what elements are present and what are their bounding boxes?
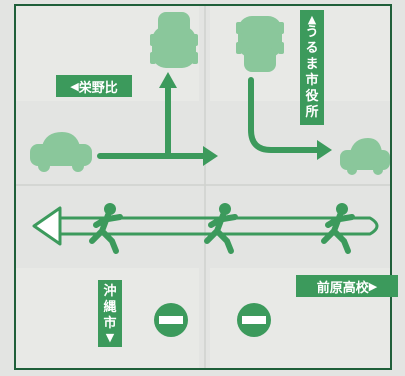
car-icon [236, 16, 284, 72]
arrow-head [203, 146, 218, 166]
triangle-down-icon: ▼ [105, 331, 115, 344]
triangle-left-icon: ◀ [70, 79, 79, 93]
car-icon [150, 12, 198, 68]
straight-or-left-turn-arrow [97, 79, 208, 159]
pedestrian-icon [204, 203, 238, 254]
sign-label: 前原高校 [316, 280, 369, 296]
sign-char: 市 [305, 73, 319, 88]
direction-sign-uruma-city-hall: ▲ う る ま 市 役 所 [300, 10, 324, 125]
arrow-head [159, 72, 177, 88]
car-icon [340, 138, 390, 175]
sign-char: 沖 [103, 284, 117, 299]
sign-char: 縄 [103, 300, 117, 315]
pedestrian-arrow-head [32, 206, 62, 246]
triangle-up-icon: ▲ [307, 13, 317, 26]
sign-char: 役 [305, 89, 319, 104]
sign-char: る [305, 41, 319, 56]
direction-sign-zenbara-high-school: 前原高校 ▶ [296, 275, 398, 297]
sign-char: う [305, 25, 319, 40]
direction-sign-okinawa-city: 沖 縄 市 ▼ [98, 280, 122, 347]
sign-char: 所 [305, 105, 319, 120]
no-entry-icon [237, 303, 271, 337]
sign-char: 市 [103, 316, 117, 331]
sign-label: 栄野比 [78, 80, 118, 96]
pedestrian-crossing-arrow [56, 216, 379, 236]
no-entry-icon [154, 303, 188, 337]
car-icon [30, 132, 92, 172]
direction-sign-sakaenohi: ◀ 栄野比 [56, 75, 132, 97]
frame-border [14, 4, 392, 370]
sign-char: ま [305, 57, 319, 72]
triangle-right-icon: ▶ [368, 279, 378, 293]
right-curve-arrow [248, 77, 321, 153]
pedestrian-icon [89, 203, 123, 254]
pedestrian-icon [321, 203, 355, 254]
arrow-head [317, 140, 332, 160]
